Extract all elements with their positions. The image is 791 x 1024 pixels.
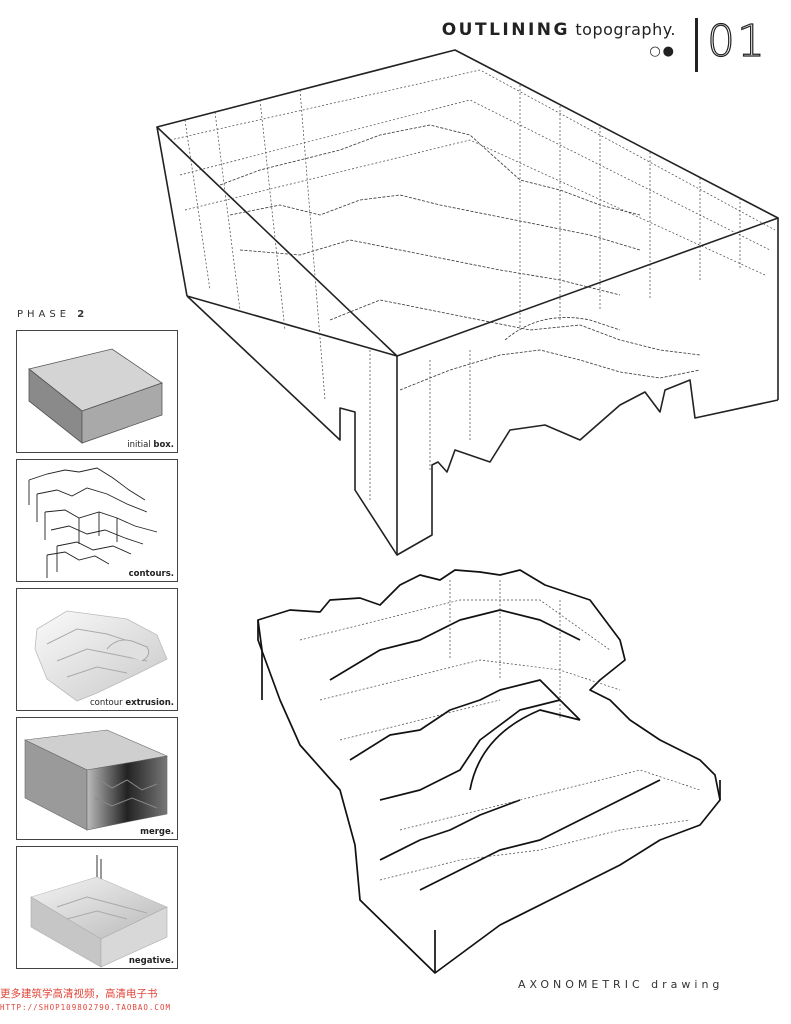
caption-bold: merge. <box>140 827 174 837</box>
merge-thumbnail-icon <box>23 729 169 831</box>
title-light: topography. <box>575 20 676 39</box>
panel-contours: contours. <box>16 459 178 582</box>
page-number: 01 <box>706 16 767 67</box>
negative-thumbnail-icon <box>30 855 168 968</box>
contour-line <box>504 317 621 341</box>
contour-line <box>239 239 621 296</box>
watermark-text: 更多建筑学高清视频，高清电子书 <box>0 988 158 1000</box>
panel-caption: contour extrusion. <box>90 698 174 708</box>
caption-bold: extrusion. <box>125 698 174 708</box>
hidden-line <box>339 699 501 741</box>
hidden-line <box>399 769 701 831</box>
box-bottom-profile <box>186 295 779 556</box>
divider-bar <box>695 18 698 72</box>
panel-merge: merge. <box>16 717 178 840</box>
phase-label: PHASE 2 <box>17 309 84 320</box>
terrain-ridge <box>379 799 521 861</box>
caption-bold: box. <box>153 440 174 450</box>
panel-caption: merge. <box>140 827 174 837</box>
hidden-line <box>259 99 286 331</box>
contours-thumbnail-icon <box>28 467 158 578</box>
panel-caption: contours. <box>129 569 174 579</box>
caption-bold: negative. <box>128 956 174 966</box>
hidden-line <box>299 599 611 651</box>
panel-contour-extrusion: contour extrusion. <box>16 588 178 711</box>
hidden-line <box>319 659 621 701</box>
contour-line <box>329 299 701 356</box>
box-top-face <box>156 49 779 357</box>
caption-light: contour <box>89 698 123 708</box>
terrain-ridge <box>349 679 561 761</box>
terrain-outline <box>257 569 721 974</box>
panel-initial-box: initial box. <box>16 330 178 453</box>
contour-line <box>219 124 641 216</box>
panel-caption: initial box. <box>127 440 174 450</box>
caption-light: initial <box>127 440 151 450</box>
hidden-line <box>299 89 326 401</box>
page-title: OUTLINING topography. <box>442 20 676 40</box>
watermark: 更多建筑学高清视频，高清电子书 HTTP://SHOP109802790.TAO… <box>0 988 171 1014</box>
contour-line <box>399 349 701 391</box>
hidden-line <box>179 99 771 251</box>
hidden-line <box>214 111 241 311</box>
panel-caption: negative. <box>129 956 174 966</box>
phase-word: PHASE <box>17 309 71 320</box>
phase-number: 2 <box>77 309 85 320</box>
terrain-ridge <box>379 699 581 801</box>
box-front-face-left <box>186 295 398 357</box>
terrain-ridge <box>419 779 661 891</box>
hidden-line <box>379 819 691 881</box>
dots-icon: ○● <box>649 44 676 59</box>
hidden-line <box>184 119 211 291</box>
header: OUTLINING topography. ○● 01 <box>413 16 773 74</box>
watermark-url: HTTP://SHOP109802790.TAOBAO.COM <box>0 1003 171 1012</box>
extrusion-thumbnail-icon <box>34 610 168 702</box>
hidden-line <box>184 139 766 276</box>
drawing-label-word1: AXONOMETRIC <box>518 978 644 991</box>
caption-bold: contours. <box>128 569 174 579</box>
hidden-line <box>169 69 776 231</box>
drawing-label-word2: drawing <box>651 978 724 991</box>
drawing-label: AXONOMETRIC drawing <box>518 978 723 991</box>
title-bold: OUTLINING <box>441 20 570 40</box>
panel-negative: negative. <box>16 846 178 969</box>
box-left-face <box>156 126 188 297</box>
terrain-ridge <box>469 709 581 791</box>
terrain-ridge <box>329 609 581 681</box>
box-thumbnail-icon <box>28 348 163 444</box>
terrain-left-edge <box>257 619 263 700</box>
contour-line <box>229 194 641 251</box>
